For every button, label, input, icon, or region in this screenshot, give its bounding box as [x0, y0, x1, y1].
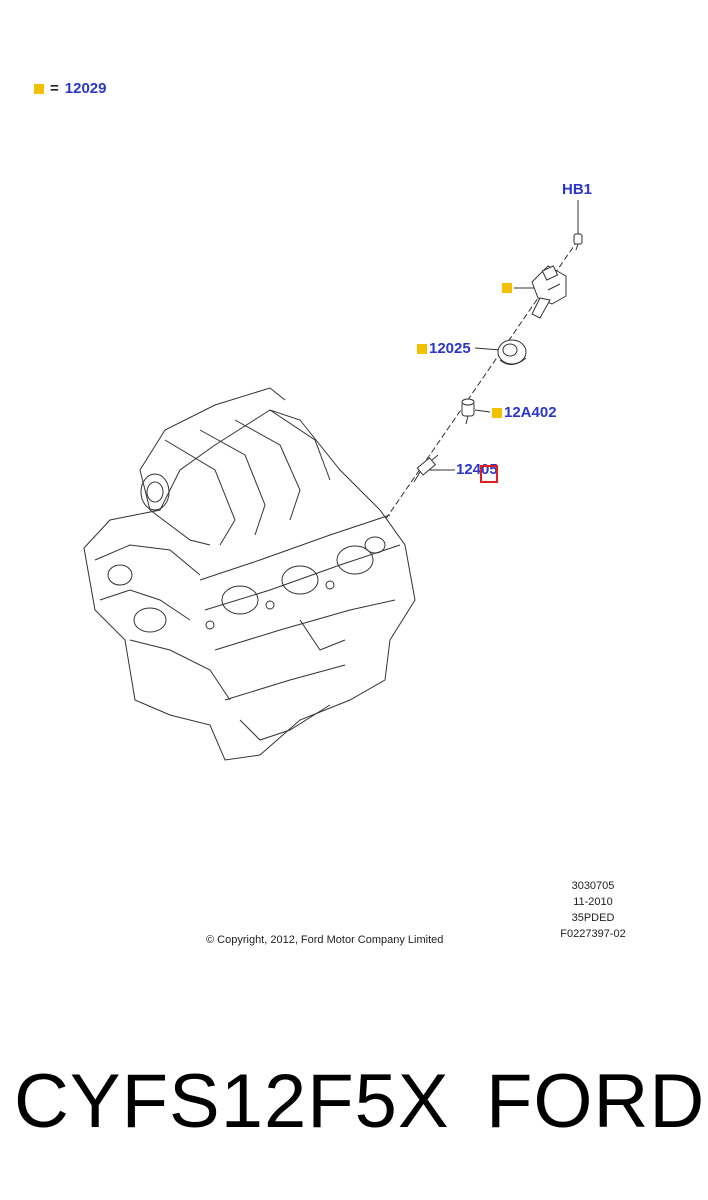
callout-hb1-label: HB1 [562, 181, 593, 198]
marker-square-icon [492, 407, 502, 418]
drawing-metadata: 3030705 11-2010 35PDED F0227397-02 [548, 878, 638, 942]
engine-diagram [83, 200, 583, 761]
legend-code: 12029 [64, 80, 107, 97]
connector-12a402 [461, 398, 475, 425]
meta-line3: 35PDED [571, 912, 615, 924]
highlight-box [480, 465, 498, 483]
meta-line4: F0227397-02 [560, 928, 626, 940]
ignition-coil [531, 265, 567, 319]
marker-square-icon [502, 283, 512, 293]
callout-hb1[interactable]: HB1 [562, 181, 592, 198]
part-number: CYFS12F5X [14, 1059, 450, 1144]
callout-coil[interactable] [502, 283, 514, 293]
bolt-hb1 [573, 233, 583, 251]
meta-line1: 3030705 [571, 880, 615, 892]
meta-line2: 11-2010 [573, 896, 613, 908]
12025-leader [474, 347, 501, 351]
marker-square-icon [417, 343, 427, 354]
callout-12a402-label: 12A402 [504, 404, 557, 421]
spark-plug [413, 454, 439, 483]
engine-block [83, 387, 416, 761]
12a402-leader [474, 409, 491, 413]
marker-square-icon [34, 83, 44, 94]
callout-12025-label: 12025 [429, 340, 471, 357]
legend: = 12029 [34, 80, 106, 97]
copyright-notice: © Copyright, 2012, Ford Motor Company Li… [206, 934, 444, 946]
callout-12a402[interactable]: 12A402 [492, 404, 557, 421]
brand-name: FORD [486, 1059, 706, 1144]
callout-12025[interactable]: 12025 [417, 340, 471, 357]
coil-boot-seal [497, 339, 527, 365]
legend-equals: = [50, 80, 59, 97]
